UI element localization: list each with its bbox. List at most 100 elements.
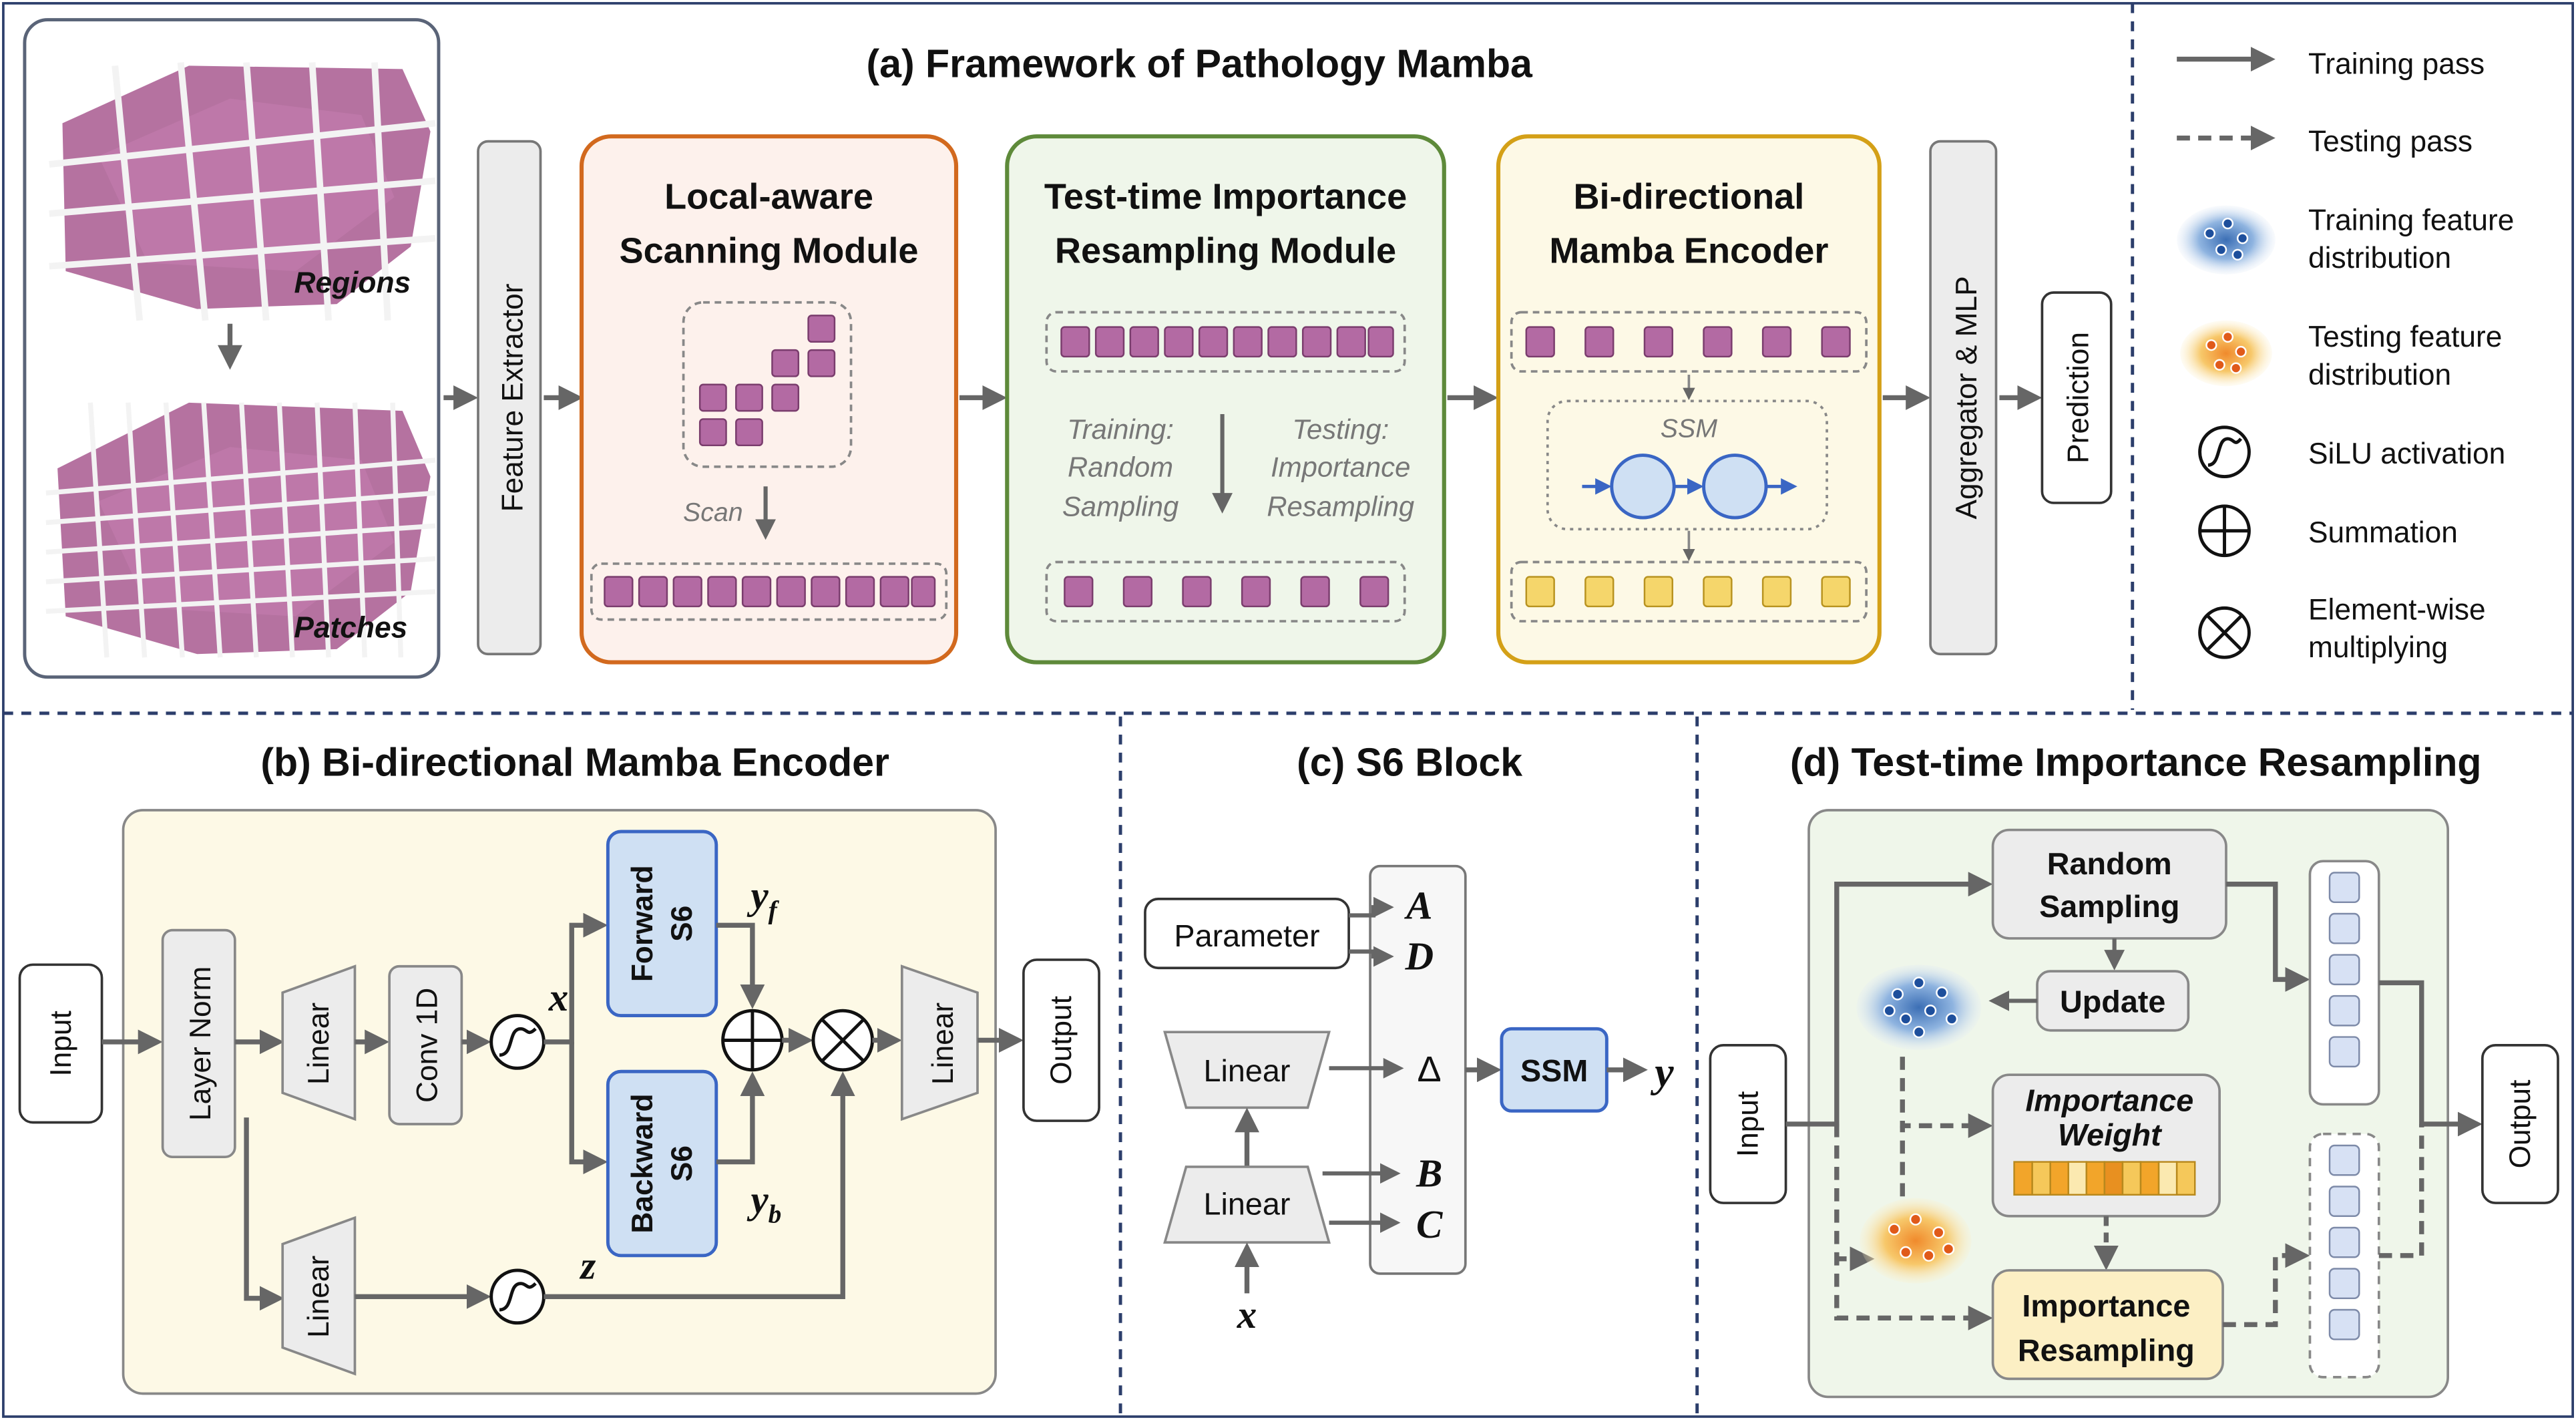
- c-A-label: A: [1404, 883, 1432, 927]
- c-x-label: x: [1237, 1292, 1257, 1336]
- update-label: Update: [2060, 985, 2165, 1019]
- legend-training-dist-1: Training feature: [2308, 204, 2514, 236]
- c-ssm-box: [1500, 1027, 1608, 1113]
- bimamba-title-2: Mamba Encoder: [1549, 231, 1828, 271]
- tir-input-sequence: [1045, 311, 1406, 373]
- d-arrow-to-random: [1785, 872, 1993, 1127]
- bimamba-title-1: Bi-directional: [1573, 176, 1804, 216]
- backward-s6-label-2: S6: [666, 1145, 698, 1182]
- legend-silu: SiLU activation: [2308, 437, 2505, 470]
- legend-summation: Summation: [2308, 516, 2458, 549]
- c-arrow-param-D: [1349, 946, 1394, 967]
- ssm-state-2: [1702, 454, 1768, 520]
- d-arrow-resampling-tokens: [2223, 1243, 2310, 1327]
- tir-train-3: Sampling: [1062, 491, 1178, 522]
- c-arrow-param-A: [1349, 896, 1394, 918]
- legend-training-pass: Training pass: [2308, 48, 2485, 81]
- legend-mult-1: Element-wise: [2308, 594, 2486, 627]
- conv-box: [388, 964, 463, 1125]
- aggregator-label: Aggregator & MLP: [1950, 276, 1983, 519]
- scan-patch-grid: [698, 315, 836, 447]
- d-arrow-random-tokens: [2225, 882, 2310, 992]
- panel-c-title: (c) S6 Block: [1297, 740, 1522, 784]
- forward-s6-label-1: Forward: [626, 865, 659, 982]
- ssm-state-1: [1610, 454, 1676, 520]
- c-linear-bc-trapezoid: [1163, 1166, 1331, 1244]
- panel-d-title: (d) Test-time Importance Resampling: [1790, 740, 2482, 784]
- b-silu-z-icon: [489, 1268, 546, 1325]
- b-arrow-backward-sum: [716, 1071, 765, 1165]
- legend-testing-dist-2: distribution: [2308, 359, 2451, 391]
- c-linear-delta-label: Linear: [1204, 1053, 1291, 1088]
- c-D-label: D: [1405, 934, 1434, 978]
- tir-title-1: Test-time Importance: [1044, 176, 1407, 216]
- ssm-region: [1546, 399, 1828, 531]
- tir-test-3: Resampling: [1267, 491, 1414, 522]
- layer-norm-label: Layer Norm: [184, 966, 217, 1121]
- b-silu-x-icon: [489, 1014, 546, 1070]
- b-output-label: Output: [1045, 996, 1078, 1085]
- legend-testing-dist-1: Testing feature: [2308, 321, 2502, 353]
- b-arrow-to-backward: [569, 1041, 608, 1175]
- panel-b-title: (b) Bi-directional Mamba Encoder: [260, 740, 889, 784]
- b-linear-z-trapezoid: [281, 1216, 357, 1376]
- bimamba-output-sequence: [1510, 560, 1868, 622]
- importance-resampling-label-1: Importance: [2022, 1288, 2190, 1323]
- tir-module: [1005, 134, 1446, 665]
- forward-s6-box: [606, 830, 718, 1018]
- panel-a-title: (a) Framework of Pathology Mamba: [866, 42, 1533, 86]
- tir-output-sequence: [1045, 560, 1406, 622]
- multiply-icon: [2198, 606, 2251, 659]
- importance-resampling-label-2: Resampling: [2018, 1332, 2195, 1367]
- b-input-label: Input: [45, 1011, 77, 1076]
- c-C-label: C: [1416, 1202, 1443, 1246]
- patches-image: [45, 402, 436, 658]
- d-input-label: Input: [1732, 1091, 1765, 1157]
- d-testing-dist-icon: [1860, 1198, 1972, 1284]
- d-test-tokens: [2328, 1144, 2360, 1341]
- encoder-background: [122, 809, 997, 1395]
- bimamba-ssm-label: SSM: [1661, 413, 1718, 443]
- b-x-label: x: [548, 975, 569, 1019]
- b-arrow-z-mult: [544, 1071, 855, 1300]
- legend-training-dist-icon: [2177, 205, 2276, 275]
- parameter-box: [1144, 898, 1350, 970]
- local-aware-module: [579, 134, 959, 665]
- c-linear-bc-label: Linear: [1204, 1186, 1291, 1221]
- parameter-label: Parameter: [1174, 918, 1319, 953]
- c-B-label: B: [1416, 1151, 1442, 1195]
- b-linear-x-label: Linear: [302, 1003, 335, 1085]
- legend-training-dist-2: distribution: [2308, 242, 2451, 275]
- importance-resampling-box: [1991, 1269, 2224, 1381]
- backward-s6-label-1: Backward: [626, 1093, 659, 1233]
- prediction-box: [2041, 291, 2113, 504]
- random-sampling-label-2: Sampling: [2039, 889, 2179, 924]
- legend-mult-2: multiplying: [2308, 631, 2448, 664]
- c-y-label: y: [1650, 1048, 1674, 1095]
- d-arrow-train-output: [2378, 980, 2483, 1137]
- b-linear-z-label: Linear: [302, 1256, 335, 1338]
- d-output-box: [2481, 1044, 2559, 1204]
- regions-label: Regions: [294, 266, 411, 299]
- tir-output-tokens: [1064, 576, 1389, 608]
- b-linear-x-trapezoid: [281, 964, 357, 1121]
- summation-icon: [2198, 504, 2251, 558]
- d-arrow-to-resampling: [1834, 1123, 1993, 1330]
- backward-s6-box: [606, 1069, 718, 1258]
- importance-weight-label-1: Importance: [2025, 1083, 2193, 1117]
- b-z-label: z: [579, 1243, 596, 1287]
- tir-test-2: Importance: [1271, 452, 1410, 483]
- importance-weight-bar: [2013, 1161, 2196, 1196]
- scan-sequence: [590, 562, 948, 621]
- patches-label: Patches: [294, 612, 407, 645]
- c-linear-delta-trapezoid: [1163, 1031, 1331, 1109]
- d-training-dist-icon: [1856, 964, 1982, 1051]
- tir-input-tokens: [1060, 326, 1394, 358]
- b-summation-icon: [721, 1009, 784, 1072]
- forward-s6-label-2: S6: [666, 906, 698, 942]
- bimamba-input-sequence: [1510, 311, 1868, 373]
- prediction-label: Prediction: [2062, 332, 2095, 464]
